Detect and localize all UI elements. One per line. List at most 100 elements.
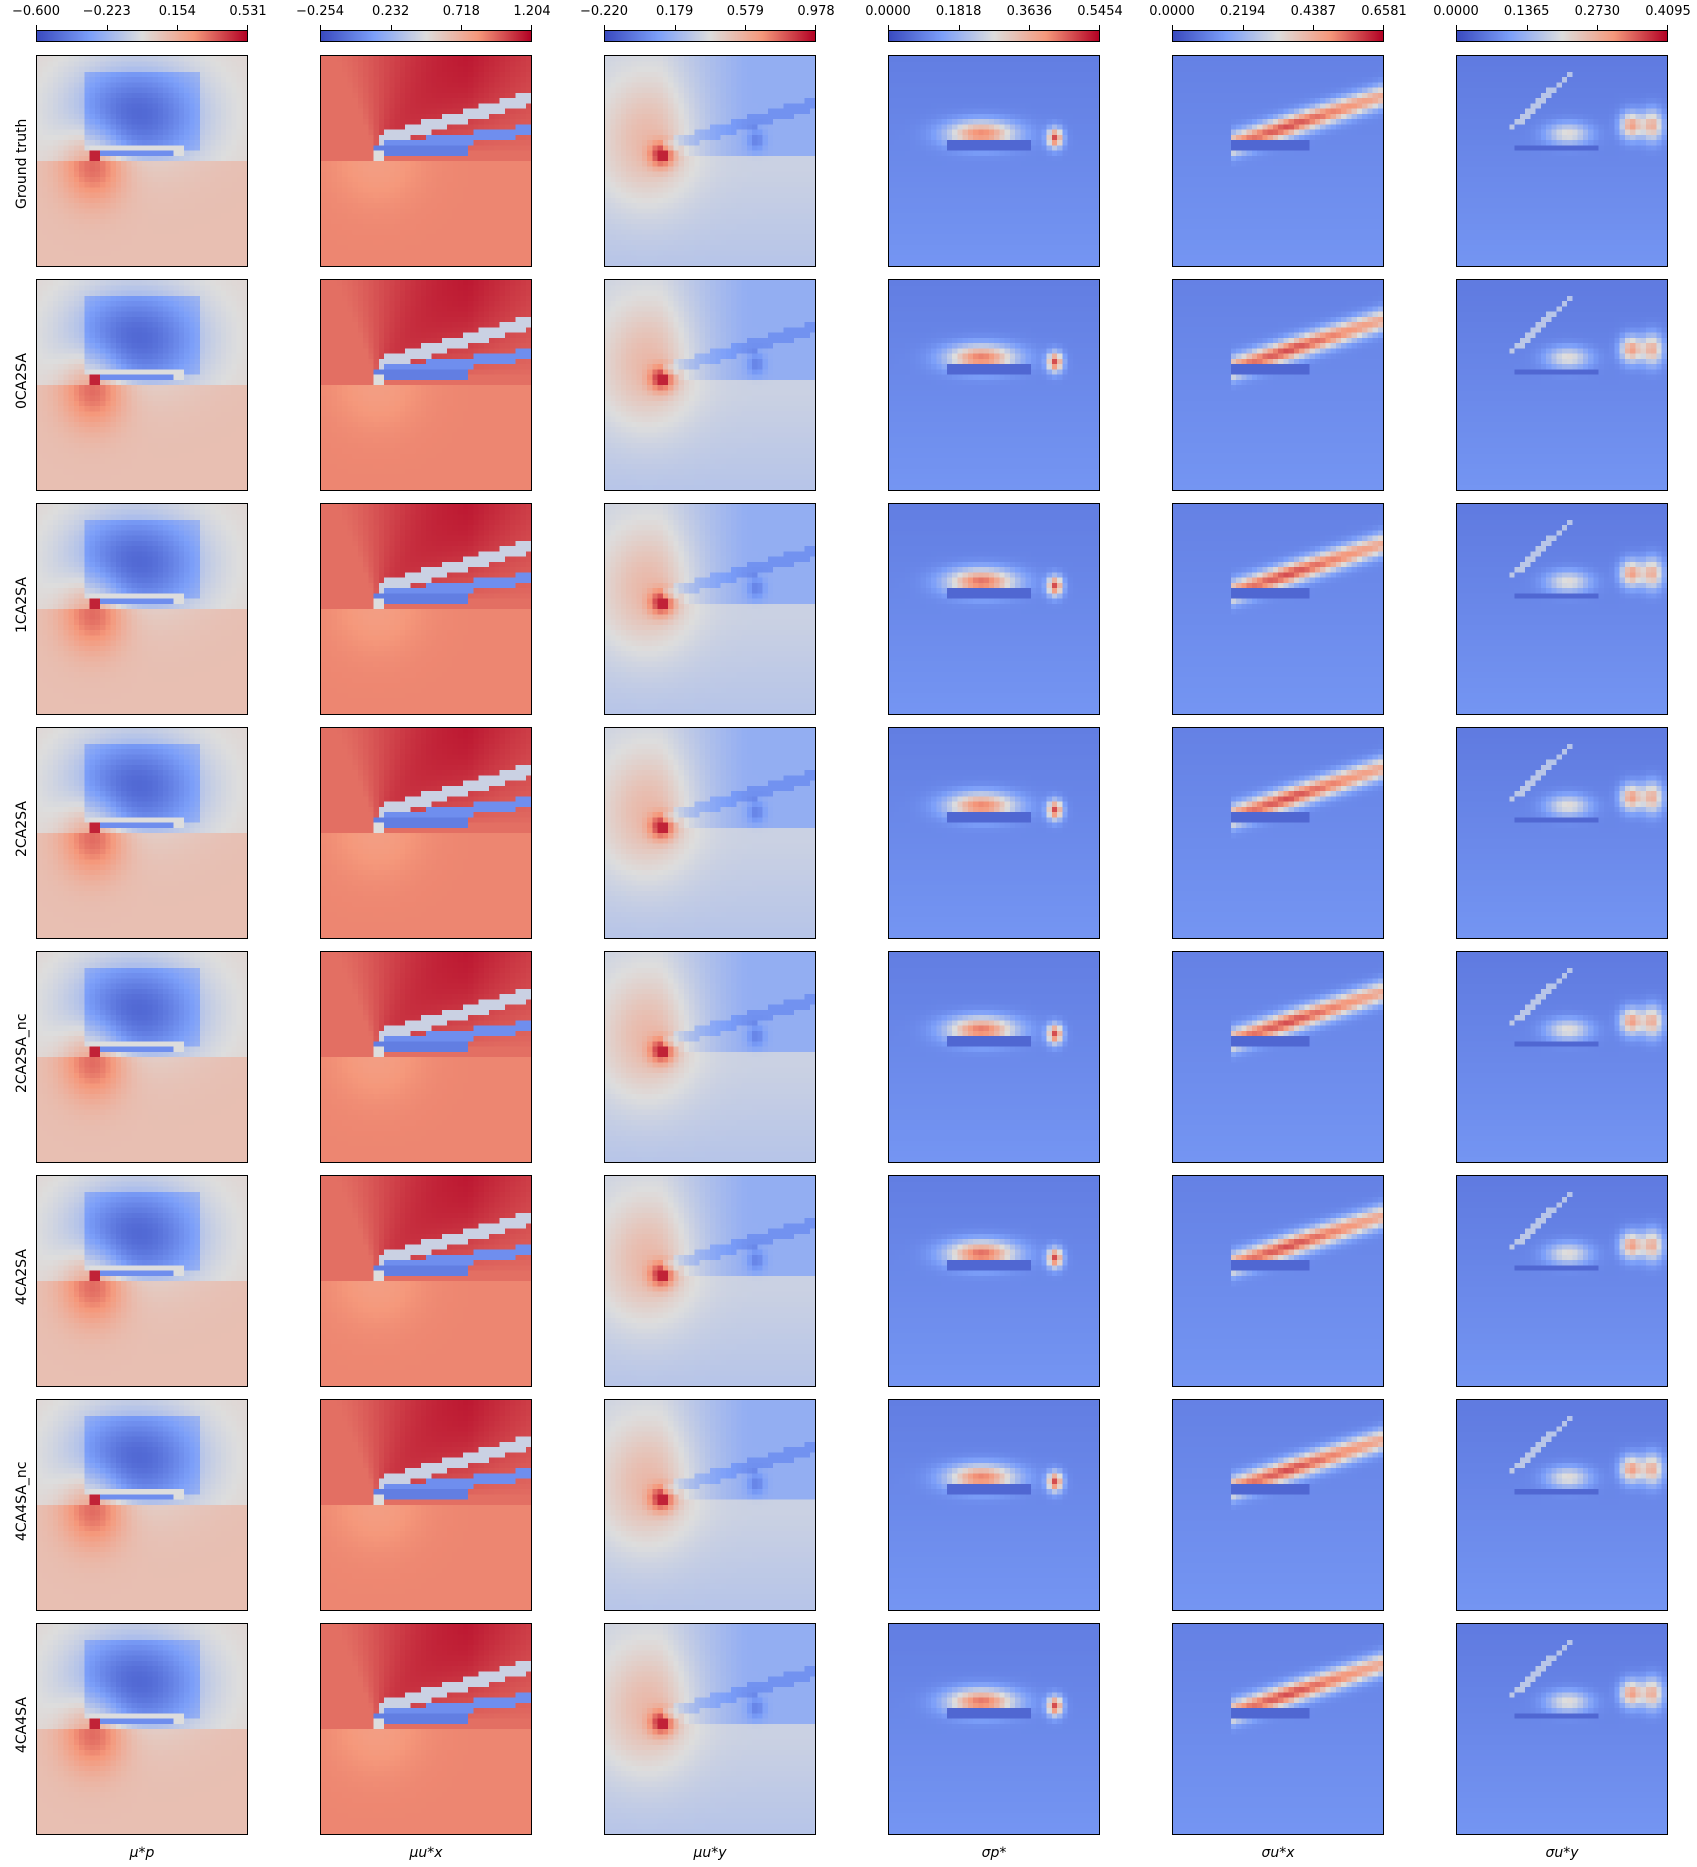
heatmap-panel	[888, 951, 1100, 1163]
colorbar-tick	[815, 25, 816, 30]
colorbar-tick-label: 0.5454	[1077, 4, 1123, 19]
colorbar-tick-label: 0.179	[656, 4, 694, 19]
heatmap-panel	[320, 727, 532, 939]
colorbar-tick-label: 0.2194	[1219, 4, 1266, 19]
row-label: 4CA2SA	[14, 1249, 30, 1305]
row-label: 2CA2SA	[14, 801, 30, 857]
heatmap-panel	[320, 951, 532, 1163]
colorbar-tick-label: 0.579	[726, 4, 764, 19]
heatmap-panel	[320, 1175, 532, 1387]
heatmap-panel	[888, 727, 1100, 939]
heatmap-panel	[1456, 503, 1668, 715]
heatmap-panel	[1456, 55, 1668, 267]
colorbar-tick	[36, 25, 37, 30]
colorbar-tick	[1172, 25, 1173, 30]
heatmap-panel	[888, 1399, 1100, 1611]
heatmap-panel	[604, 503, 816, 715]
colorbar-tick-label: 0.154	[158, 4, 196, 19]
colorbar-tick	[1313, 25, 1315, 30]
heatmap-panel	[1456, 1623, 1668, 1835]
row-label: 4CA4SA	[14, 1697, 30, 1753]
heatmap-panel	[320, 55, 532, 267]
colorbar-tick	[1099, 25, 1100, 30]
heatmap-panel	[320, 1623, 532, 1835]
colorbar-4	[888, 30, 1100, 42]
heatmap-panel	[604, 727, 816, 939]
colorbar-tick	[888, 25, 889, 30]
colorbar-tick	[1456, 25, 1457, 30]
heatmap-panel	[1172, 279, 1384, 491]
heatmap-panel	[1456, 727, 1668, 939]
colorbar-tick-label: 0.0000	[1433, 4, 1479, 19]
row-label: 4CA4SA_nc	[14, 1461, 30, 1541]
heatmap-panel	[888, 55, 1100, 267]
colorbar-tick-label: 0.3636	[1006, 4, 1053, 19]
colorbar-tick-label: 0.978	[797, 4, 835, 19]
heatmap-panel	[320, 279, 532, 491]
colorbar-tick	[531, 25, 532, 30]
column-label: μ*p	[129, 1845, 155, 1861]
heatmap-panel	[1172, 727, 1384, 939]
colorbar-tick	[1242, 25, 1244, 30]
colorbar-tick-label: 1.204	[513, 4, 551, 19]
heatmap-panel	[604, 951, 816, 1163]
colorbar-tick-label: 0.1818	[935, 4, 982, 19]
heatmap-panel	[36, 1399, 248, 1611]
heatmap-panel	[1456, 1175, 1668, 1387]
heatmap-panel	[36, 727, 248, 939]
colorbar-tick-label: 0.4387	[1290, 4, 1337, 19]
heatmap-panel	[36, 279, 248, 491]
colorbar-tick	[461, 25, 463, 30]
colorbar-tick-label: −0.600	[11, 4, 61, 19]
colorbar-tick	[1029, 25, 1031, 30]
colorbar-tick-label: 0.6581	[1361, 4, 1407, 19]
colorbar-tick	[106, 25, 108, 30]
colorbar-tick-label: −0.223	[82, 4, 131, 19]
colorbar-tick	[177, 25, 179, 30]
colorbar-3	[604, 30, 816, 42]
colorbar-tick-label: 0.718	[442, 4, 480, 19]
heatmap-panel	[888, 503, 1100, 715]
colorbar-tick-label: 0.1365	[1503, 4, 1550, 19]
column-label: μu*y	[693, 1845, 727, 1861]
heatmap-panel	[1172, 1175, 1384, 1387]
heatmap-panel	[604, 279, 816, 491]
column-label: σu*y	[1545, 1845, 1579, 1861]
heatmap-panel	[1456, 279, 1668, 491]
colorbar-6	[1456, 30, 1668, 42]
colorbar-tick	[674, 25, 676, 30]
colorbar-tick	[1526, 25, 1528, 30]
colorbar-tick	[1597, 25, 1599, 30]
row-label: Ground truth	[14, 118, 30, 209]
row-label: 2CA2SA_nc	[14, 1013, 30, 1093]
heatmap-panel	[1172, 55, 1384, 267]
colorbar-tick	[958, 25, 960, 30]
column-label: σu*x	[1261, 1845, 1295, 1861]
heatmap-panel	[888, 279, 1100, 491]
heatmap-panel	[320, 1399, 532, 1611]
heatmap-panel	[1172, 1399, 1384, 1611]
colorbar-tick	[320, 25, 321, 30]
heatmap-panel	[36, 1175, 248, 1387]
heatmap-panel	[36, 55, 248, 267]
colorbar-tick	[1383, 25, 1384, 30]
colorbar-tick-label: 0.531	[229, 4, 267, 19]
heatmap-panel	[604, 55, 816, 267]
heatmap-panel	[1456, 951, 1668, 1163]
heatmap-panel	[1172, 951, 1384, 1163]
heatmap-panel	[320, 503, 532, 715]
heatmap-panel	[36, 1623, 248, 1835]
heatmap-panel	[604, 1399, 816, 1611]
column-label: μu*x	[409, 1845, 443, 1861]
colorbar-tick-label: 0.4095	[1645, 4, 1691, 19]
colorbar-tick	[247, 25, 248, 30]
colorbar-tick	[604, 25, 605, 30]
heatmap-panel	[888, 1175, 1100, 1387]
heatmap-panel	[1456, 1399, 1668, 1611]
heatmap-panel	[1172, 503, 1384, 715]
row-label: 1CA2SA	[14, 577, 30, 633]
colorbar-tick-label: 0.232	[372, 4, 410, 19]
heatmap-panel	[36, 951, 248, 1163]
colorbar-tick	[745, 25, 747, 30]
